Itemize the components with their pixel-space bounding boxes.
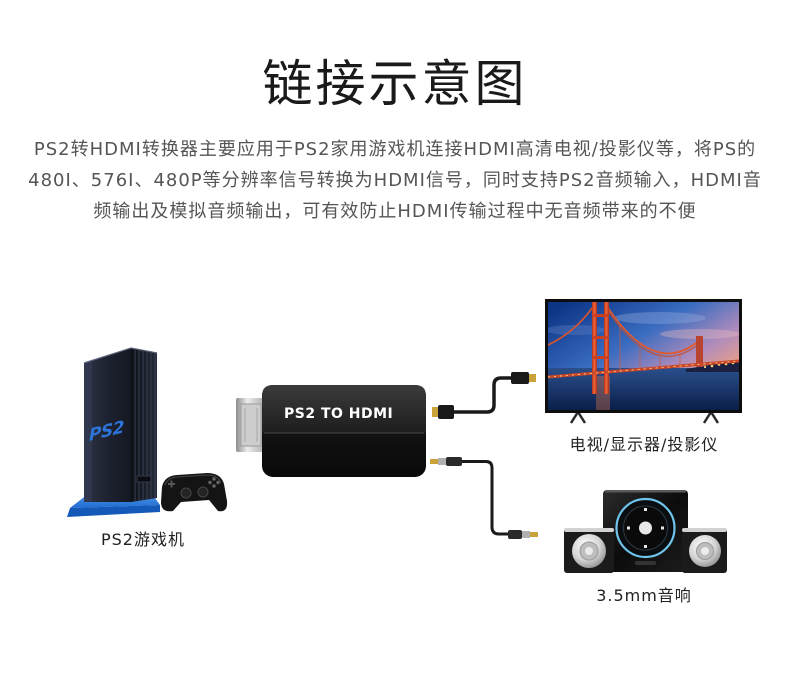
tv-icon [545,299,742,424]
tv-legs [569,409,720,424]
description-line: PS2转HDMI转换器主要应用于PS2家用游戏机连接HDMI高清电视/投影仪等，… [33,139,757,160]
adapter-body: PS2 TO HDMI [262,385,426,477]
subwoofer [603,490,688,572]
description-line: 480I、576I、480P等分辨率信号转换为HDMI信号，同时支持PS2音频输… [28,170,762,191]
audio-cable [430,457,538,539]
cables [430,372,538,539]
tv-label: 电视/显示器/投影仪 [569,435,719,454]
ps2-console-icon: PS2 [67,347,228,517]
speaker-label: 3.5mm音响 [596,586,692,605]
controller-icon [161,473,228,512]
bridge [548,302,739,394]
hdmi-cable [432,372,536,419]
left-satellite-speaker [564,528,614,573]
adapter-label: PS2 TO HDMI [284,406,393,422]
description: PS2转HDMI转换器主要应用于PS2家用游戏机连接HDMI高清电视/投影仪等，… [0,134,790,227]
speaker-icon [564,490,727,573]
hdmi-adapter-icon: PS2 TO HDMI [236,385,426,477]
description-line: 频输出及模拟音频输出，可有效防止HDMI传输过程中无音频带来的不便 [93,201,697,222]
tv-screen [548,302,739,410]
right-satellite-speaker [682,528,727,573]
console-label: PS2游戏机 [101,530,185,549]
console-body: PS2 [83,347,158,502]
av-connector [236,398,268,452]
page-title: 链接示意图 [262,55,528,113]
